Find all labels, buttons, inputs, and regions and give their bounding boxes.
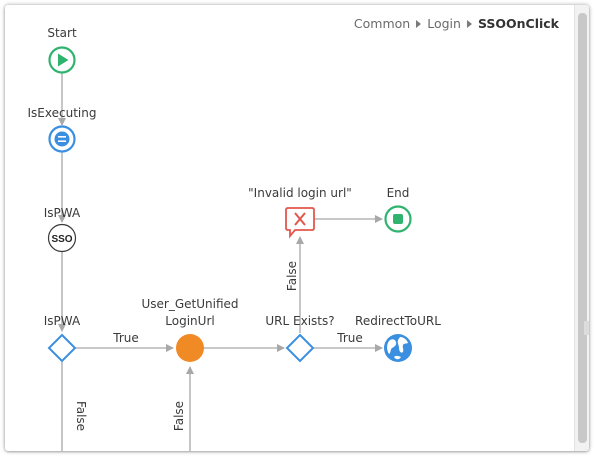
node-ispwa-sso-label: IsPWA xyxy=(44,206,81,220)
sso-icon-text: SSO xyxy=(51,234,72,245)
edge-label-true-1: True xyxy=(112,331,139,345)
node-urlexists-label: URL Exists? xyxy=(265,314,334,328)
edge-label-true-2: True xyxy=(336,331,363,345)
edge-label-false-up: False xyxy=(285,261,299,291)
isexecuting-node[interactable] xyxy=(48,125,76,153)
node-isexecuting-label: IsExecuting xyxy=(28,106,97,120)
chevron-right-icon xyxy=(466,19,472,28)
urlexists-diamond-icon[interactable] xyxy=(285,333,315,363)
node-end-label: End xyxy=(387,186,410,200)
stop-icon xyxy=(393,214,403,224)
connectors xyxy=(58,73,383,451)
node-ispwa-if-label: IsPWA xyxy=(44,314,81,328)
breadcrumb-login[interactable]: Login xyxy=(427,16,461,31)
ispwa-sso-node[interactable]: SSO xyxy=(47,223,77,253)
node-start-label: Start xyxy=(47,26,77,40)
scrollbar-nub xyxy=(584,321,589,335)
scrollbar-thumb[interactable] xyxy=(578,13,587,443)
flow-diagram: Start IsExecuting IsPWA SSO IsPWA User_G… xyxy=(28,26,441,451)
node-geturl-label-line2: LoginUrl xyxy=(165,314,214,328)
node-geturl-label-line1: User_GetUnified xyxy=(141,297,238,311)
breadcrumb: Common Login SSOOnClick xyxy=(354,15,559,31)
ispwa-if-diamond-icon[interactable] xyxy=(47,333,77,363)
geturl-node-orange-circle-icon[interactable] xyxy=(176,334,204,362)
equals-icon xyxy=(54,131,70,147)
message-error-icon[interactable] xyxy=(285,207,315,239)
node-invalidmsg-label: "Invalid login url" xyxy=(248,186,352,200)
chevron-right-icon xyxy=(416,19,422,28)
node-redirect-label: RedirectToURL xyxy=(355,314,441,328)
edge-label-false-down-2: False xyxy=(172,401,186,431)
start-node[interactable] xyxy=(48,46,76,74)
end-node[interactable] xyxy=(384,205,412,233)
play-icon xyxy=(58,53,69,67)
edge-label-false-down-1: False xyxy=(74,401,88,431)
vertical-scrollbar[interactable] xyxy=(574,5,589,451)
breadcrumb-common[interactable]: Common xyxy=(353,16,411,31)
breadcrumb-ssoonclick: SSOOnClick xyxy=(477,16,559,31)
redirect-globe-icon[interactable] xyxy=(384,334,412,362)
